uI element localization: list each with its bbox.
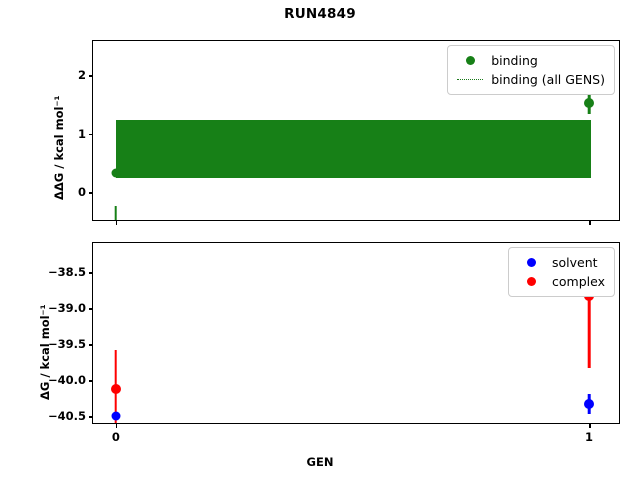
legend-marker-dotted-line-icon: [455, 79, 485, 80]
complex-errorbar-gen1: [587, 257, 591, 369]
binding-all-gens-band: [115, 120, 591, 179]
legend-label-solvent: solvent: [552, 255, 598, 270]
legend-marker-circle-icon: [516, 258, 546, 267]
bottom-ytick-label-0: −38.5: [47, 265, 86, 280]
bottom-xtick-label-1: 1: [585, 430, 594, 444]
bottom-ytick-mark-0: [88, 272, 93, 274]
top-panel-ylabel: ΔΔG / kcal mol⁻¹: [52, 95, 66, 200]
top-ytick-mark-1: [88, 133, 93, 136]
legend-entry-binding: binding: [455, 51, 605, 70]
figure-title: RUN4849: [284, 6, 356, 22]
bottom-ytick-label-3: −40.0: [47, 373, 86, 388]
solvent-marker-gen1: [584, 399, 595, 410]
bottom-ytick-label-1: −39.0: [47, 301, 86, 316]
bottom-ytick-mark-2: [88, 344, 93, 346]
top-panel-legend: binding binding (all GENS): [447, 45, 615, 95]
bottom-panel-ylabel: ΔG / kcal mol⁻¹: [38, 304, 52, 400]
bottom-xtick-mark-1: [589, 423, 591, 428]
bottom-panel-legend: solvent complex: [508, 247, 615, 297]
legend-entry-solvent: solvent: [516, 253, 605, 272]
figure-xlabel: GEN: [306, 455, 334, 469]
top-ytick-mark-2: [88, 192, 93, 194]
binding-marker-gen1: [584, 98, 595, 109]
top-panel-axes: 2 1 0 binding binding (all GENS): [78, 40, 620, 225]
legend-label-binding-all-gens: binding (all GENS): [491, 72, 605, 87]
bottom-panel-axes: −38.5 −39.0 −39.5 −40.0 −40.5 0 1 solven…: [48, 242, 620, 444]
solvent-marker-gen0: [111, 411, 121, 421]
complex-marker-gen0: [110, 383, 121, 394]
bottom-ytick-mark-3: [88, 380, 93, 382]
top-xtick-mark-1: [589, 220, 591, 225]
legend-marker-circle-icon: [455, 56, 485, 65]
binding-marker-gen0: [111, 168, 121, 178]
bottom-ytick-mark-1: [88, 308, 93, 310]
bottom-ytick-label-4: −40.5: [47, 409, 86, 424]
top-xtick-mark-0: [115, 220, 118, 225]
bottom-ytick-label-2: −39.5: [47, 337, 86, 352]
legend-entry-complex: complex: [516, 272, 605, 291]
bottom-xtick-label-0: 0: [111, 430, 120, 444]
top-ytick-label-1: 1: [77, 126, 86, 141]
bottom-xtick-mark-0: [115, 423, 118, 428]
top-ytick-mark-0: [88, 75, 93, 77]
legend-entry-binding-all-gens: binding (all GENS): [455, 70, 605, 89]
top-panel-plot-area: [93, 41, 619, 220]
binding-errorbar-gen0: [114, 205, 118, 220]
top-ytick-label-0: 2: [77, 68, 86, 83]
legend-marker-circle-icon: [516, 277, 546, 286]
legend-label-complex: complex: [552, 274, 605, 289]
legend-label-binding: binding: [491, 53, 538, 68]
top-ytick-label-2: 0: [77, 185, 86, 200]
bottom-ytick-mark-4: [88, 416, 93, 418]
